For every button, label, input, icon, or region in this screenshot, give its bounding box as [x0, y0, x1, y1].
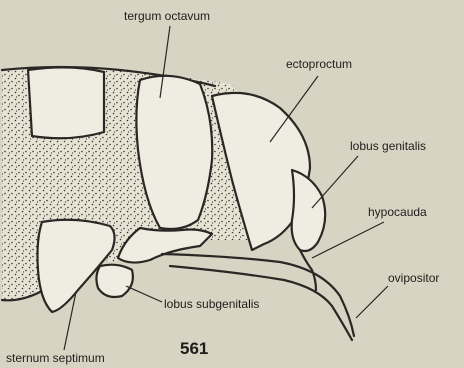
- label-ovipositor: ovipositor: [388, 271, 439, 285]
- lobus-genitalis-plate: [292, 170, 326, 251]
- label-hypocauda: hypocauda: [368, 205, 427, 219]
- label-lobus-genitalis: lobus genitalis: [350, 139, 426, 153]
- label-tergum-octavum: tergum octavum: [124, 9, 210, 23]
- label-lobus-subgenitalis: lobus subgenitalis: [164, 297, 259, 311]
- figure-number: 561: [180, 339, 208, 358]
- ovipositor-upper: [162, 254, 354, 336]
- label-ectoproctum: ectoproctum: [286, 57, 352, 71]
- label-sternum-septimum: sternum septimum: [6, 351, 105, 365]
- lobus-subgenitalis-plate: [96, 265, 132, 297]
- leader-lobus-subgenitalis: [126, 286, 162, 302]
- tergum-plate-anterior: [28, 67, 104, 138]
- leader-lobus-genitalis: [312, 156, 358, 208]
- leader-ovipositor: [356, 286, 388, 318]
